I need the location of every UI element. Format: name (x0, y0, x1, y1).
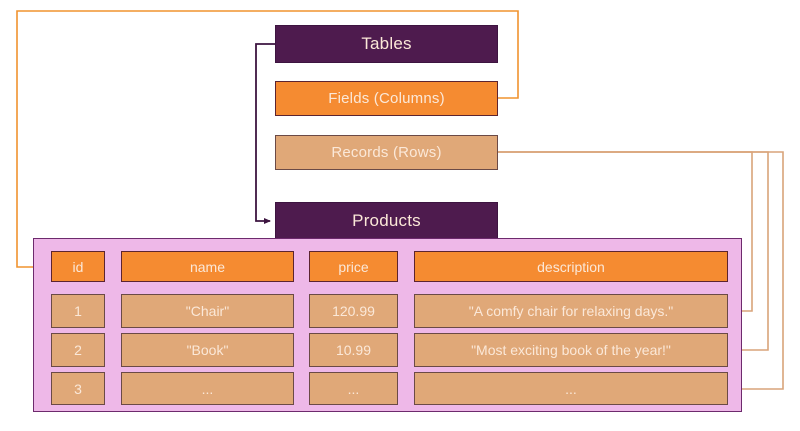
wire-records-to-row-3 (498, 151, 784, 392)
concept-box-tables[interactable]: Tables (275, 25, 498, 63)
table-row[interactable]: ... (414, 372, 728, 405)
concept-box-fields[interactable]: Fields (Columns) (275, 81, 498, 116)
table-row[interactable]: 3 (51, 372, 105, 405)
column-header-id[interactable]: id (51, 251, 105, 282)
wire-tables-to-products (255, 43, 275, 224)
wire-fields-to-id-column (16, 10, 519, 270)
table-row[interactable]: "Book" (121, 333, 294, 367)
table-row[interactable]: 2 (51, 333, 105, 367)
table-row[interactable]: "A comfy chair for relaxing days." (414, 294, 728, 328)
column-header-description[interactable]: description (414, 251, 728, 282)
table-row[interactable]: ... (121, 372, 294, 405)
table-row[interactable]: 120.99 (309, 294, 398, 328)
concept-box-records[interactable]: Records (Rows) (275, 135, 498, 170)
table-row[interactable]: "Chair" (121, 294, 294, 328)
column-header-price[interactable]: price (309, 251, 398, 282)
table-row[interactable]: 10.99 (309, 333, 398, 367)
products-table: id name price description 1 "Chair" 120.… (33, 238, 742, 412)
table-row[interactable]: ... (309, 372, 398, 405)
table-row[interactable]: "Most exciting book of the year!" (414, 333, 728, 367)
table-row[interactable]: 1 (51, 294, 105, 328)
column-header-name[interactable]: name (121, 251, 294, 282)
concept-box-products[interactable]: Products (275, 202, 498, 240)
